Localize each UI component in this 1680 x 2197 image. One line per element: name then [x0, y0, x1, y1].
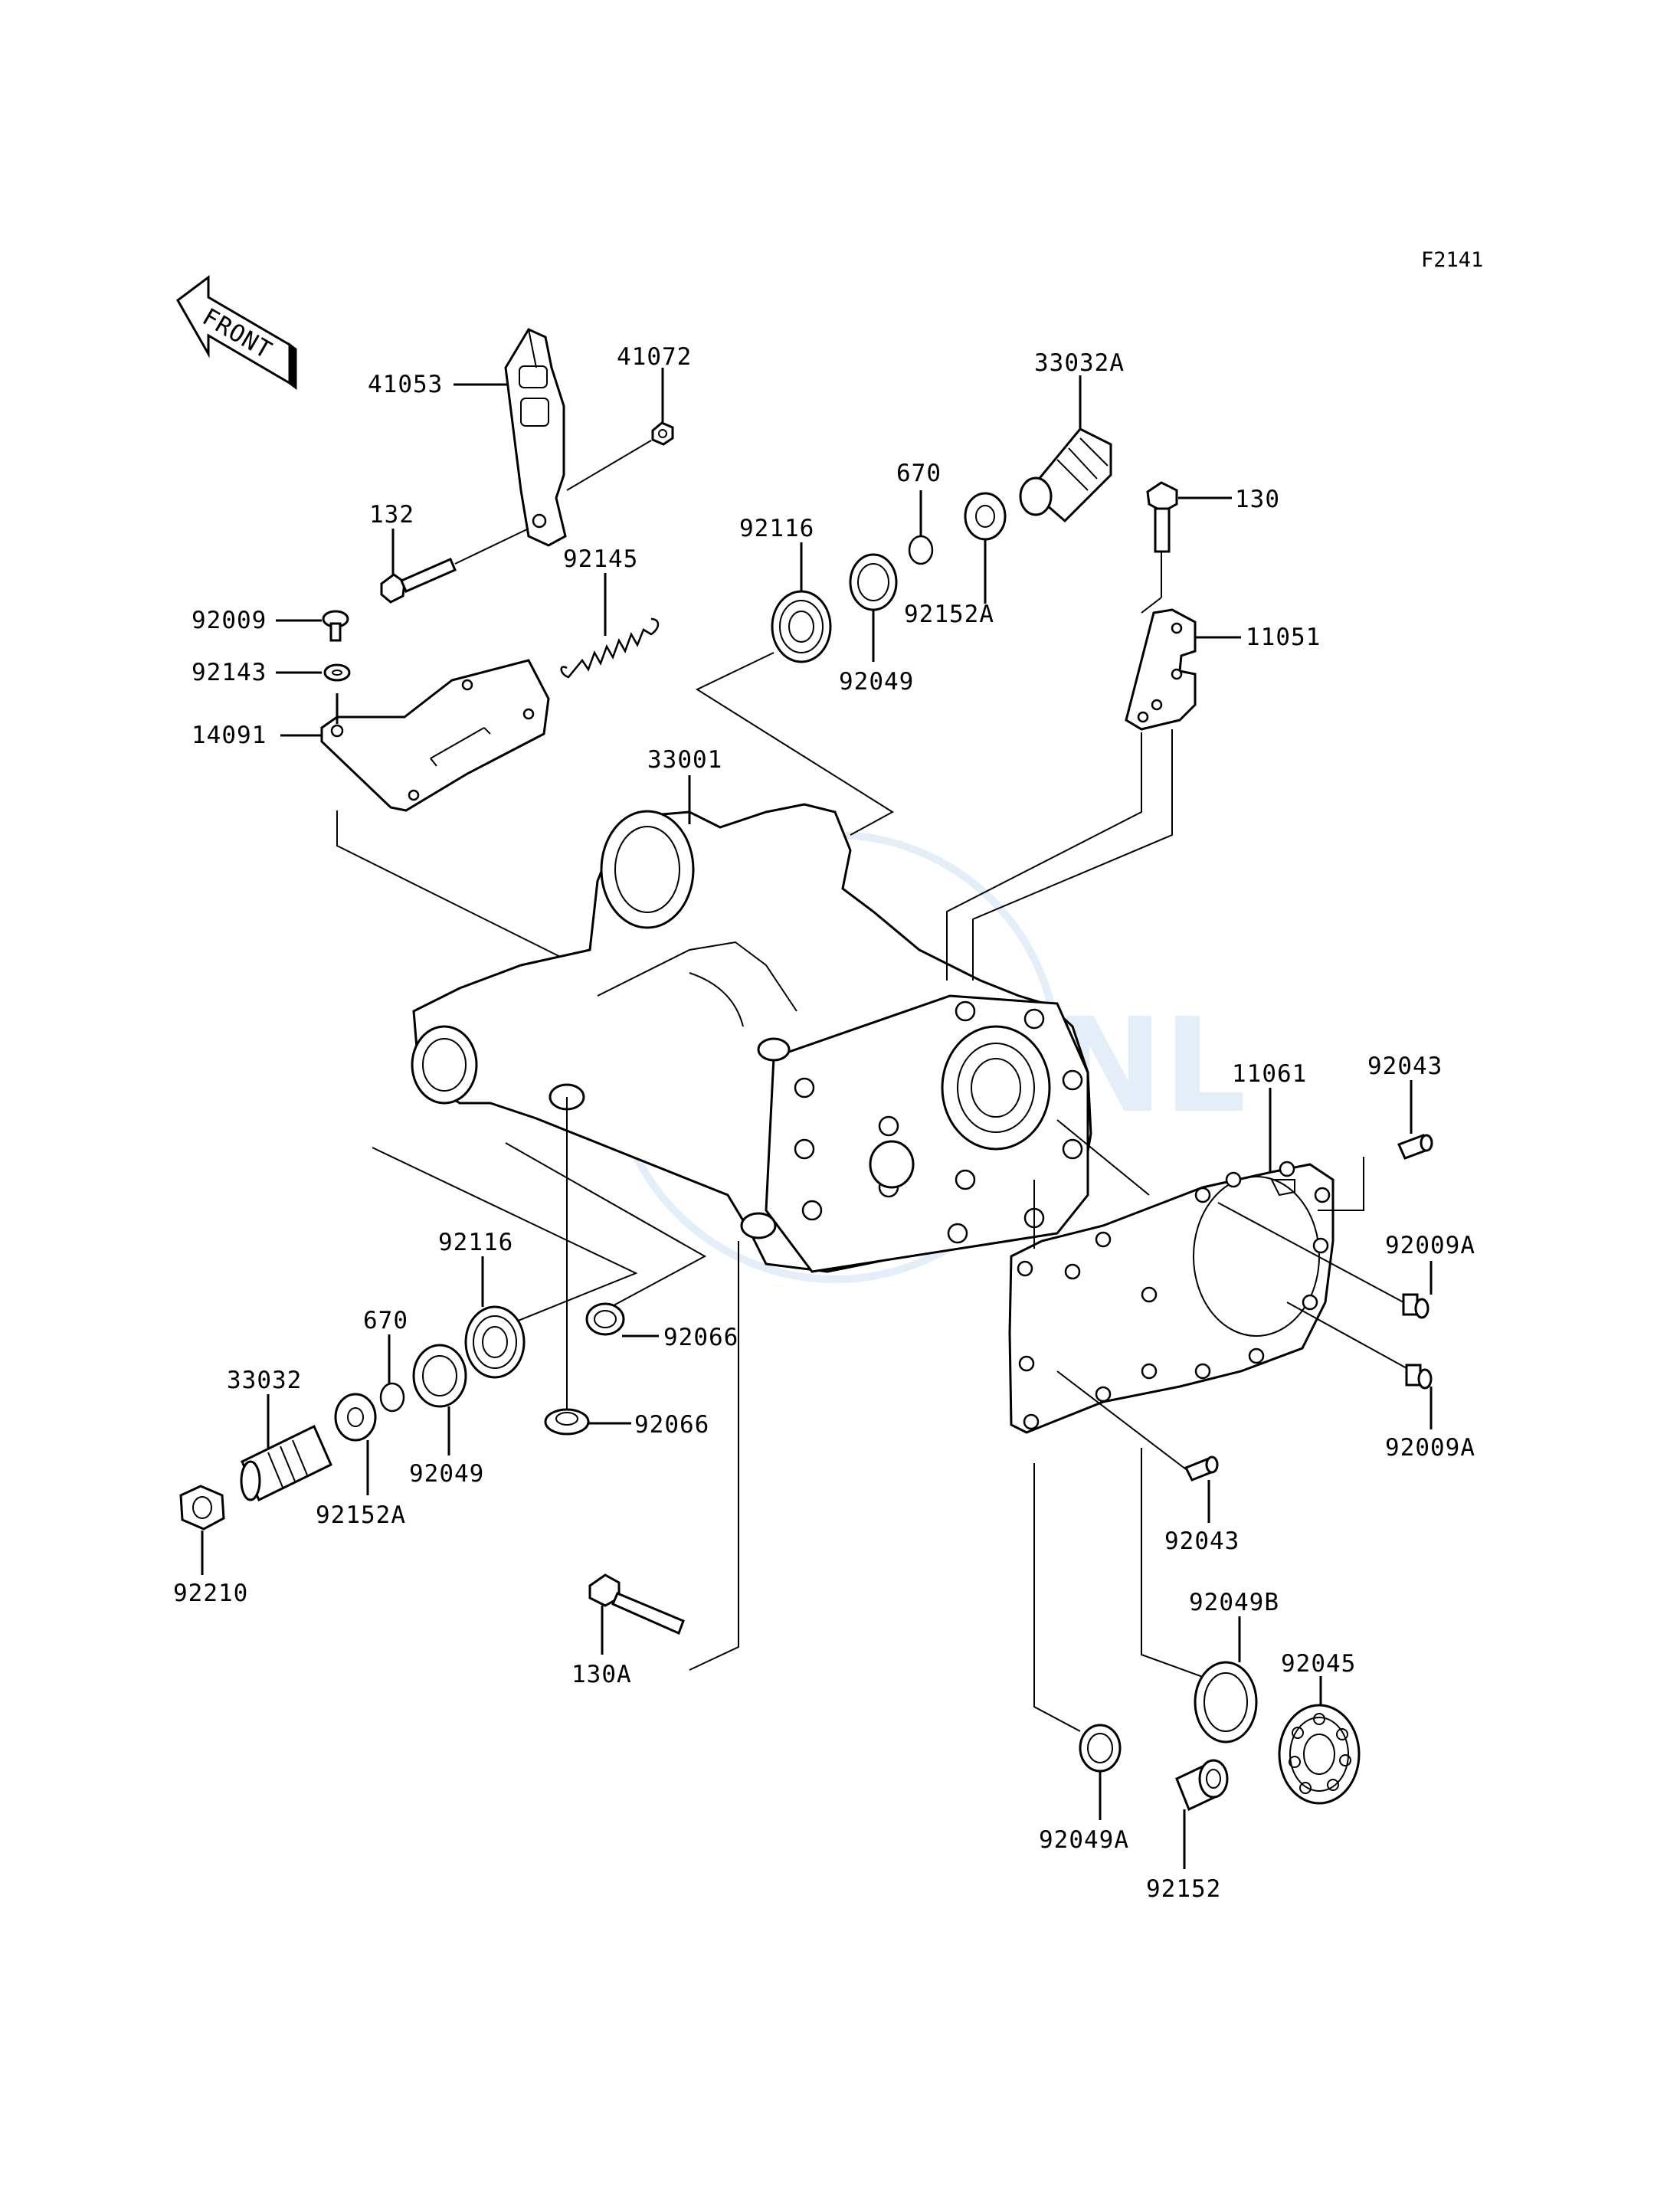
- label-41072: 41072: [617, 343, 692, 371]
- label-92210: 92210: [173, 1580, 248, 1607]
- part-92043-top-dowel: [1397, 1134, 1433, 1160]
- part-670-top-circlip: [908, 535, 934, 565]
- part-33001-housing: [411, 803, 1092, 1273]
- part-11051-bracket: [1125, 608, 1197, 731]
- part-92009-screw: [322, 610, 349, 642]
- part-92152A-top-washer: [964, 492, 1007, 541]
- label-92009A-2: 92009A: [1385, 1434, 1475, 1462]
- label-92049B: 92049B: [1189, 1589, 1279, 1616]
- part-14091-cover: [320, 659, 550, 812]
- part-92152-bush: [1175, 1759, 1229, 1812]
- part-41072-nut: [651, 421, 674, 446]
- label-92043-top: 92043: [1367, 1053, 1443, 1080]
- part-33032-adjuster: [240, 1424, 332, 1502]
- part-92049-bottom-seal: [412, 1344, 467, 1408]
- part-92049-top-seal: [849, 553, 898, 611]
- part-92043-bottom-dowel: [1184, 1455, 1219, 1482]
- label-92152A-bottom: 92152A: [316, 1501, 406, 1529]
- part-92009A-screw-2: [1405, 1364, 1433, 1390]
- part-92116-top-bearing: [771, 590, 832, 663]
- label-670-top: 670: [896, 460, 942, 487]
- figure-code: F2141: [1421, 248, 1483, 272]
- part-132-bolt: [380, 558, 457, 604]
- part-92009A-screw-1: [1402, 1293, 1429, 1319]
- label-132: 132: [369, 501, 414, 529]
- label-33032A: 33032A: [1034, 349, 1125, 377]
- label-92116-bottom: 92116: [438, 1229, 513, 1256]
- label-92049-bottom: 92049: [409, 1460, 484, 1488]
- label-92009A-1: 92009A: [1385, 1232, 1475, 1259]
- label-41053: 41053: [368, 371, 443, 398]
- label-92043-bottom: 92043: [1164, 1527, 1240, 1555]
- part-41053-bracket: [504, 328, 567, 547]
- label-33032: 33032: [227, 1367, 302, 1394]
- label-670-bottom: 670: [363, 1307, 408, 1334]
- label-92066-1: 92066: [663, 1324, 738, 1351]
- label-92045: 92045: [1281, 1650, 1356, 1678]
- part-92210-nut: [179, 1485, 225, 1531]
- part-92066-plug-1: [585, 1302, 625, 1336]
- part-130-bolt: [1146, 481, 1178, 553]
- part-33032A-adjuster: [1019, 427, 1112, 523]
- part-130A-bolt: [588, 1573, 685, 1635]
- label-92009: 92009: [192, 607, 267, 634]
- part-11061-gasket: [1008, 1161, 1335, 1434]
- part-92066-plug-2: [544, 1408, 590, 1436]
- label-92049A: 92049A: [1039, 1826, 1129, 1854]
- part-92152A-bottom-washer: [334, 1393, 377, 1442]
- part-670-bottom-circlip: [379, 1382, 405, 1413]
- label-92152A-top: 92152A: [904, 601, 994, 628]
- part-92049A-seal: [1079, 1724, 1122, 1773]
- part-92116-bottom-bearing: [464, 1305, 526, 1379]
- label-92066-2: 92066: [634, 1411, 709, 1439]
- label-11061: 11061: [1232, 1060, 1307, 1088]
- label-92049-top: 92049: [839, 668, 914, 696]
- label-92143: 92143: [192, 659, 267, 686]
- label-33001: 33001: [647, 746, 722, 774]
- label-92116-top: 92116: [739, 515, 814, 542]
- part-92049B-seal: [1194, 1661, 1258, 1744]
- label-92145: 92145: [563, 545, 638, 573]
- label-14091: 14091: [192, 722, 267, 749]
- label-130A: 130A: [571, 1661, 632, 1688]
- part-92143-washer: [323, 663, 351, 682]
- label-92152: 92152: [1146, 1875, 1221, 1903]
- part-92145-spring: [560, 617, 660, 679]
- label-11051: 11051: [1246, 624, 1321, 651]
- label-130: 130: [1235, 486, 1280, 513]
- front-arrow-icon: FRONT: [176, 275, 297, 390]
- part-92045-bearing: [1278, 1704, 1361, 1805]
